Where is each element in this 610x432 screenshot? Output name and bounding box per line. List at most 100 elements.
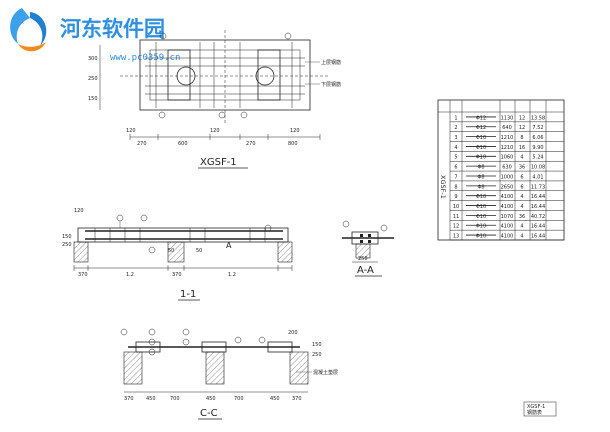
table-cell-len: 1060	[501, 155, 514, 161]
table-cell-len: 630	[502, 165, 512, 171]
table-cell-no: 9	[454, 194, 457, 200]
title-block-line2: 钢筋表	[527, 409, 542, 416]
table-cell-len: 1210	[501, 135, 514, 141]
title-block: XGSF-1 钢筋表	[523, 401, 557, 417]
table-cell-no: 8	[454, 184, 457, 190]
section-c-c: 200 150 250 混凝土垫层 370 450 700 450 700 45…	[120, 328, 338, 420]
s1-dim-2: 1.2	[126, 272, 134, 278]
table-cell-no: 12	[453, 224, 459, 230]
table-cell-qty: 6	[520, 174, 523, 180]
plan-view: 上层钢筋 下层钢筋 300 250 150 120 120 120 270 60…	[88, 30, 341, 169]
plan-dim-2: 600	[178, 141, 188, 147]
table-cell-dia: Φ10	[476, 135, 486, 141]
table-cell-wt: 16.44	[531, 224, 545, 230]
table-cell-wt: 13.58	[531, 115, 545, 121]
sa-dim-1: 250	[358, 256, 368, 262]
plan-dim-4: 800	[288, 141, 298, 147]
table-cell-qty: 6	[520, 184, 523, 190]
table-cell-len: 2650	[501, 184, 514, 190]
table-row-group: XGSF-1	[439, 175, 447, 199]
plan-title: XGSF-1	[200, 157, 237, 168]
table-cell-len: 640	[502, 125, 512, 131]
table-cell-dia: Φ10	[476, 145, 486, 151]
sc-dim-4: 450	[206, 396, 216, 402]
table-cell-len: 1210	[501, 145, 514, 151]
sc-side-dim-2: 250	[312, 352, 322, 358]
table-cell-dia: Φ10	[476, 214, 486, 220]
watermark: 河东软件园 www.pc0359.cn	[10, 8, 180, 63]
section-1-1: 120 150 250 50 50 A 370 1.2 370 1.2 1-1	[62, 208, 293, 301]
sc-dim-2: 450	[146, 396, 156, 402]
s1-title: 1-1	[180, 289, 196, 300]
table-cell-len: 4100	[501, 194, 514, 200]
table-cell-no: 1	[454, 115, 457, 121]
table-cell-dia: Φ8	[477, 165, 484, 171]
table-cell-wt: 16.44	[531, 234, 545, 240]
sc-side-dim-1: 150	[312, 342, 322, 348]
table-cell-wt: 4.01	[532, 174, 543, 180]
plan-small-dim-1: 120	[126, 128, 136, 134]
table-cell-no: 3	[454, 135, 457, 141]
table-cell-len: 1130	[501, 115, 514, 121]
table-cell-dia: Φ10	[476, 155, 486, 161]
plan-small-dim-3: 120	[290, 128, 300, 134]
table-cell-no: 4	[454, 145, 457, 151]
table-cell-qty: 4	[520, 204, 523, 210]
section-a-a: 250 A-A	[342, 220, 394, 277]
table-cell-len: 4100	[501, 234, 514, 240]
sc-dim-1: 370	[124, 396, 134, 402]
table-cell-qty: 16	[519, 145, 525, 151]
table-cell-dia: Φ12	[476, 125, 486, 131]
table-cell-no: 11	[453, 214, 459, 220]
table-cell-dia: Φ12	[476, 115, 486, 121]
sc-title: C-C	[200, 408, 218, 419]
table-cell-wt: 16.44	[531, 204, 545, 210]
table-cell-len: 1070	[501, 214, 514, 220]
table-cell-dia: Φ10	[476, 194, 486, 200]
plan-note-top: 上层钢筋	[321, 59, 341, 66]
table-cell-no: 2	[454, 125, 457, 131]
table-cell-wt: 5.24	[532, 155, 543, 161]
table-cell-qty: 36	[519, 165, 525, 171]
table-cell-no: 10	[453, 204, 459, 210]
table-cell-qty: 36	[519, 214, 525, 220]
table-cell-no: 13	[453, 234, 459, 240]
table-cell-len: 4100	[501, 224, 514, 230]
s1-label-2: 50	[196, 248, 202, 254]
table-cell-wt: 11.73	[531, 184, 545, 190]
plan-level-dim-2: 250	[88, 76, 98, 82]
table-cell-qty: 12	[519, 125, 525, 131]
plan-level-dim-3: 150	[88, 96, 98, 102]
table-cell-no: 7	[454, 174, 457, 180]
sa-title: A-A	[357, 265, 374, 276]
table-cell-qty: 12	[519, 115, 525, 121]
table-cell-dia: Φ10	[476, 204, 486, 210]
sc-dim-6: 450	[270, 396, 280, 402]
table-cell-qty: 8	[520, 135, 523, 141]
table-cell-wt: 7.52	[532, 125, 543, 131]
table-cell-len: 4100	[501, 204, 514, 210]
table-cell-qty: 4	[520, 155, 523, 161]
plan-small-dim-2: 120	[210, 128, 220, 134]
plan-level-dim-1: 300	[88, 56, 98, 62]
sc-note: 混凝土垫层	[313, 369, 338, 376]
plan-note-bottom: 下层钢筋	[321, 81, 341, 88]
s1-dim-3: 370	[172, 272, 182, 278]
sc-top-dim: 200	[288, 330, 298, 336]
plan-dim-3: 270	[246, 141, 256, 147]
watermark-logo-icon	[10, 8, 47, 52]
s1-label-1: 50	[168, 248, 174, 254]
s1-dim-4: 1.2	[228, 272, 236, 278]
table-cell-dia: Φ10	[476, 234, 486, 240]
title-block-line1: XGSF-1	[527, 404, 545, 410]
sc-dim-7: 370	[292, 396, 302, 402]
table-cell-no: 5	[454, 155, 457, 161]
s1-label-a: A	[226, 241, 232, 250]
table-cell-dia: Φ8	[477, 184, 484, 190]
table-cell-wt: 10.08	[531, 165, 545, 171]
table-cell-len: 1000	[501, 174, 514, 180]
plan-dim-1: 270	[137, 141, 147, 147]
